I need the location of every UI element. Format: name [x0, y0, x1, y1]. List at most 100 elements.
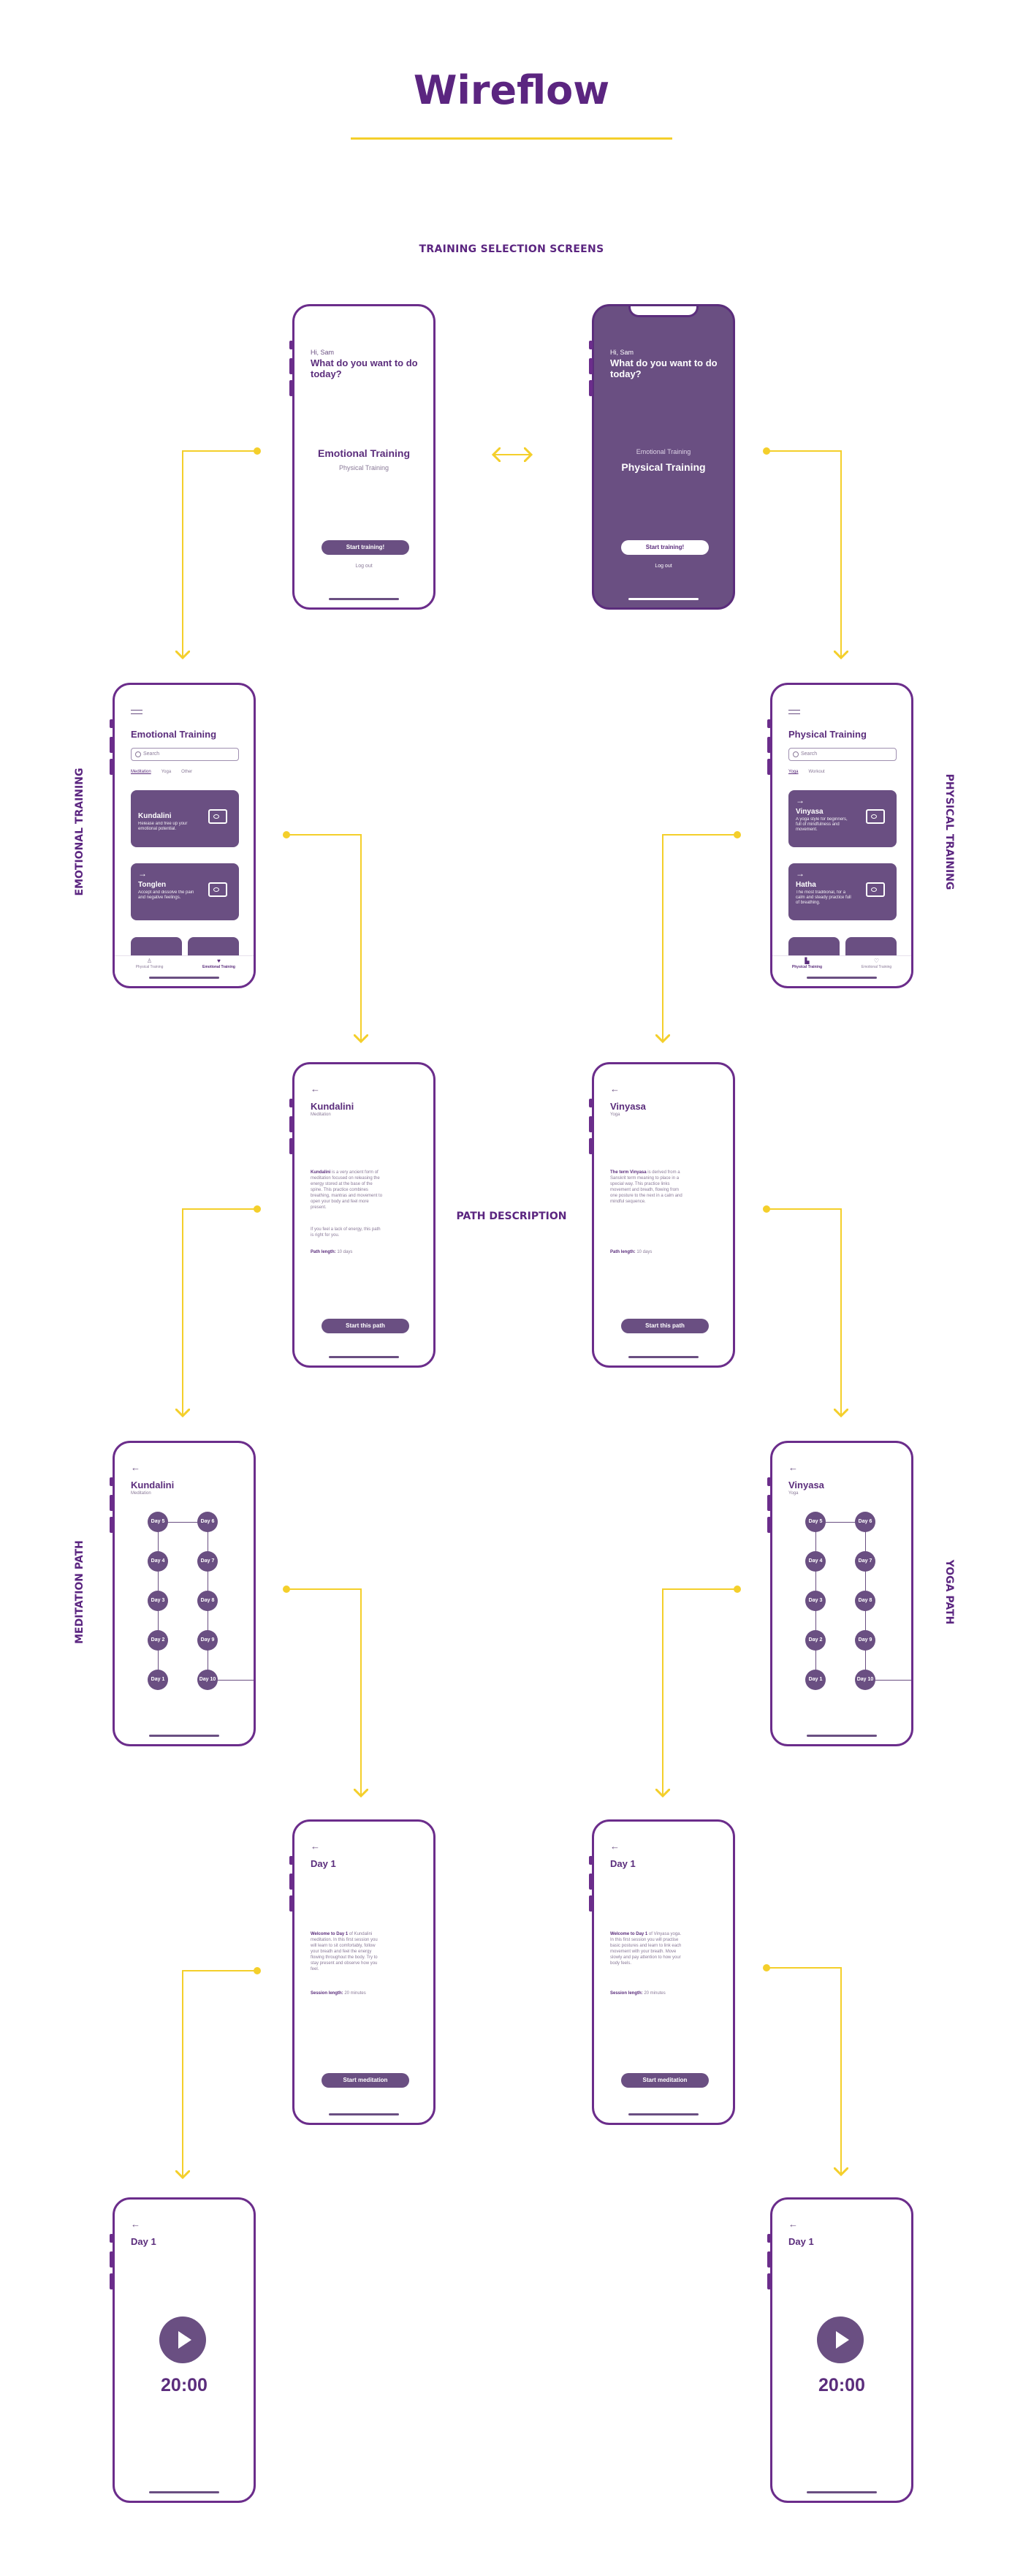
- day-node[interactable]: Day 6: [855, 1512, 875, 1532]
- day-node[interactable]: Day 7: [197, 1551, 218, 1572]
- day-node[interactable]: Day 10: [855, 1670, 875, 1690]
- menu-icon[interactable]: [131, 710, 142, 714]
- desc-body: is a very ancient form of meditation foc…: [311, 1170, 383, 1210]
- start-training-button[interactable]: Start training!: [621, 540, 709, 555]
- side-button: [589, 380, 593, 396]
- image-icon: [866, 809, 885, 824]
- start-training-button[interactable]: Start training!: [322, 540, 409, 555]
- side-button: [767, 2273, 771, 2289]
- side-button: [110, 737, 113, 753]
- card-kundalini[interactable]: Kundalini Release and free up your emoti…: [131, 790, 239, 847]
- nav-physical[interactable]: Physical Training: [135, 965, 164, 969]
- greeting: Hi, Sam: [610, 349, 634, 356]
- arrow-right-icon: →: [796, 868, 805, 879]
- card-vinyasa[interactable]: → Vinyasa A yoga style for beginners, fu…: [788, 790, 897, 847]
- logout-link[interactable]: Log out: [655, 564, 672, 569]
- tab-yoga[interactable]: Yoga: [788, 770, 799, 774]
- screen-subtitle: Yoga: [788, 1491, 799, 1496]
- day-node[interactable]: Day 7: [855, 1551, 875, 1572]
- side-button: [289, 1138, 293, 1154]
- day-node[interactable]: Day 4: [805, 1551, 826, 1572]
- tab-workout[interactable]: Workout: [808, 770, 825, 774]
- back-arrow-icon[interactable]: ←: [131, 2219, 140, 2230]
- day-node[interactable]: Day 3: [148, 1591, 168, 1611]
- start-path-button[interactable]: Start this path: [322, 1319, 409, 1333]
- home-indicator: [807, 1735, 877, 1737]
- play-button-icon[interactable]: [817, 2316, 864, 2363]
- back-arrow-icon[interactable]: ←: [788, 2219, 798, 2230]
- day-node[interactable]: Day 1: [805, 1670, 826, 1690]
- day-node[interactable]: Day 3: [805, 1591, 826, 1611]
- phone-desc-kundalini: ← Kundalini Meditation Kundalini is a ve…: [292, 1062, 436, 1368]
- card-description: Accept and dissolve the pain and negativ…: [138, 890, 194, 900]
- tab-other[interactable]: Other: [181, 770, 193, 774]
- menu-icon[interactable]: [788, 710, 800, 714]
- back-arrow-icon[interactable]: ←: [610, 1841, 620, 1852]
- side-button: [767, 719, 771, 728]
- back-arrow-icon[interactable]: ←: [610, 1083, 620, 1094]
- logout-link[interactable]: Log out: [355, 564, 373, 569]
- option-physical[interactable]: Physical Training: [338, 464, 389, 471]
- option-physical[interactable]: Physical Training: [621, 461, 706, 473]
- home-indicator: [807, 977, 877, 979]
- day-node[interactable]: Day 1: [148, 1670, 168, 1690]
- home-indicator: [807, 2491, 877, 2493]
- side-button: [589, 1895, 593, 1912]
- day-node[interactable]: Day 8: [197, 1591, 218, 1611]
- desc-body: of Vinyasa yoga. In this first session y…: [610, 1932, 682, 1966]
- question: What do you want to do today?: [311, 357, 418, 379]
- search-input[interactable]: Search: [131, 748, 239, 761]
- day-node[interactable]: Day 2: [805, 1630, 826, 1651]
- day-node[interactable]: Day 8: [855, 1591, 875, 1611]
- desc-lead: Kundalini: [311, 1170, 331, 1175]
- notch: [628, 306, 699, 317]
- home-indicator: [329, 598, 399, 600]
- path-length: Path length: 10 days: [610, 1250, 652, 1254]
- side-button: [289, 358, 293, 374]
- title-underline: [351, 137, 672, 140]
- start-meditation-button[interactable]: Start meditation: [322, 2073, 409, 2088]
- day-node[interactable]: Day 9: [855, 1630, 875, 1651]
- home-indicator: [329, 2113, 399, 2115]
- day-node[interactable]: Day 4: [148, 1551, 168, 1572]
- search-input[interactable]: Search: [788, 748, 897, 761]
- day-node[interactable]: Day 2: [148, 1630, 168, 1651]
- day-node[interactable]: Day 5: [805, 1512, 826, 1532]
- option-emotional[interactable]: Emotional Training: [636, 448, 691, 455]
- screen-subtitle: Meditation: [311, 1113, 331, 1117]
- bottom-nav: ▙ ♡ Physical Training Emotional Training: [772, 955, 911, 974]
- card-hatha[interactable]: → Hatha The most traditional, for a calm…: [788, 863, 897, 920]
- path-length-value: 10 days: [636, 1250, 653, 1254]
- side-button: [110, 1495, 113, 1511]
- card-tonglen[interactable]: → Tonglen Accept and dissolve the pain a…: [131, 863, 239, 920]
- back-arrow-icon[interactable]: ←: [788, 1462, 798, 1473]
- back-arrow-icon[interactable]: ←: [311, 1841, 320, 1852]
- option-emotional[interactable]: Emotional Training: [317, 447, 410, 459]
- side-button: [767, 1517, 771, 1533]
- play-button-icon[interactable]: [159, 2316, 206, 2363]
- nav-emotional[interactable]: Emotional Training: [861, 965, 892, 969]
- timer: 20:00: [161, 2375, 208, 2395]
- phone-desc-vinyasa: ← Vinyasa Yoga The term Vinyasa is deriv…: [592, 1062, 735, 1368]
- nav-physical[interactable]: Physical Training: [791, 965, 823, 969]
- start-meditation-button[interactable]: Start meditation: [621, 2073, 709, 2088]
- back-arrow-icon[interactable]: ←: [131, 1462, 140, 1473]
- tab-yoga[interactable]: Yoga: [161, 770, 172, 774]
- day-node[interactable]: Day 9: [197, 1630, 218, 1651]
- nav-emotional[interactable]: Emotional Training: [202, 965, 235, 969]
- path-line: [208, 1680, 254, 1681]
- day-node[interactable]: Day 6: [197, 1512, 218, 1532]
- phone-list-physical: Physical Training Search Yoga Workout → V…: [770, 683, 913, 988]
- tab-meditation[interactable]: Meditation: [131, 770, 151, 774]
- screen-subtitle: Meditation: [131, 1491, 151, 1496]
- side-button: [589, 1874, 593, 1890]
- day-node[interactable]: Day 5: [148, 1512, 168, 1532]
- side-button: [289, 1099, 293, 1107]
- start-path-button[interactable]: Start this path: [621, 1319, 709, 1333]
- path-length-value: 10 days: [337, 1250, 353, 1254]
- day-node[interactable]: Day 10: [197, 1670, 218, 1690]
- screen-title: Day 1: [131, 2236, 156, 2247]
- description: Welcome to Day 1 of Kundalini meditation…: [311, 1931, 384, 1972]
- back-arrow-icon[interactable]: ←: [311, 1083, 320, 1094]
- path-line: [158, 1522, 208, 1523]
